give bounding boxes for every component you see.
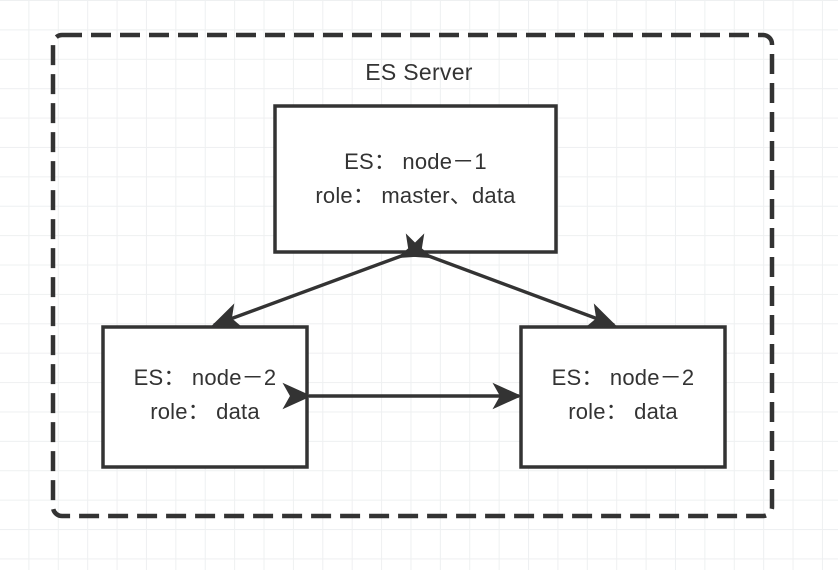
- node-box-node-2-right: [519, 325, 727, 469]
- node-2-right-es-line: ES： node－2: [551, 365, 695, 390]
- node-label-node-1: ES： node－1 role： master、data: [275, 151, 556, 207]
- es-server-boundary: [50, 32, 775, 519]
- node-2-left-es-line: ES： node－2: [133, 365, 277, 390]
- node-label-node-2-left: ES： node－2 role： data: [103, 367, 307, 423]
- node-box-node-2-left: [101, 325, 309, 469]
- connector-node1-node2-left: [211, 233, 434, 329]
- node-label-node-2-right: ES： node－2 role： data: [521, 367, 725, 423]
- node-2-right-role-line: role： data: [568, 399, 678, 424]
- node-2-left-role-line: role： data: [150, 399, 260, 424]
- connector-node1-node2-right: [396, 233, 617, 329]
- node-1-role-line: role： master、data: [315, 183, 516, 208]
- es-server-title: ES Server: [365, 59, 473, 85]
- node-1-es-line: ES： node－1: [344, 149, 487, 174]
